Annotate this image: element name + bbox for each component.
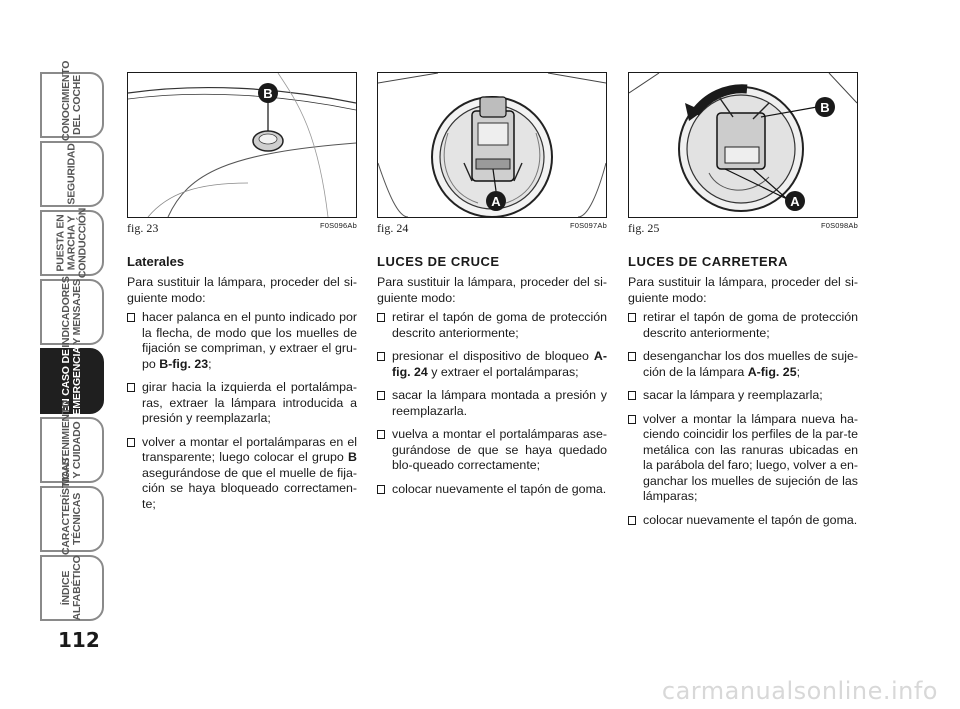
callout-a: A xyxy=(790,194,800,209)
callout-b: B xyxy=(263,86,272,101)
checkbox-bullet-icon xyxy=(628,391,636,400)
list-item: presionar el dispositivo de bloqueo A-fi… xyxy=(377,349,607,380)
tab-label: SEGURIDAD xyxy=(65,143,78,205)
tab-indicadores[interactable]: INDICADORES Y MENSAJES xyxy=(40,276,104,348)
tab-indice[interactable]: ÍNDICE ALFABÉTICO xyxy=(40,555,104,621)
figure-caption: fig. 23 F0S096Ab xyxy=(127,220,357,236)
step-list: retirar el tapón de goma de protección d… xyxy=(377,310,607,497)
figure-code: F0S096Ab xyxy=(319,221,357,230)
figure-number: fig. 23 xyxy=(127,221,159,235)
tab-mantenimiento[interactable]: MANTENIMIENTO Y CUIDADO xyxy=(40,400,104,486)
tab-emergencia[interactable]: EN CASO DE EMERGENCIA xyxy=(40,346,104,416)
site-watermark: carmanualsonline.info xyxy=(661,677,938,705)
column-luces-carretera: B A fig. 25 F0S098Ab LUCES DE CARRETERA … xyxy=(628,72,858,536)
section-heading: LUCES DE CRUCE xyxy=(377,254,500,269)
checkbox-bullet-icon xyxy=(377,484,385,494)
intro-text: Para sustituir la lámpara, proceder del … xyxy=(628,275,858,305)
figure-code: F0S098Ab xyxy=(820,221,858,230)
checkbox-bullet-icon xyxy=(628,352,636,361)
step-list: hacer palanca en el punto indicado por l… xyxy=(127,310,357,512)
figure-25: B A xyxy=(628,72,858,218)
high-beam-illustration: B A xyxy=(629,73,857,217)
low-beam-illustration: A xyxy=(378,73,606,217)
figure-number: fig. 25 xyxy=(628,221,660,235)
list-item: retirar el tapón de goma de protección d… xyxy=(377,310,607,341)
intro-text: Para sustituir la lámpara, proceder del … xyxy=(377,275,607,305)
list-item: vuelva a montar el portalámparas ase-gur… xyxy=(377,427,607,474)
checkbox-bullet-icon xyxy=(628,515,636,525)
checkbox-bullet-icon xyxy=(377,352,385,361)
list-item: volver a montar el portalámparas en el t… xyxy=(127,435,357,513)
checkbox-bullet-icon xyxy=(127,437,135,447)
checkbox-bullet-icon xyxy=(127,313,135,322)
callout-b: B xyxy=(820,100,829,115)
figure-23: B xyxy=(127,72,357,218)
side-light-illustration: B xyxy=(128,73,356,217)
section-heading: Laterales xyxy=(127,254,185,269)
list-item: hacer palanca en el punto indicado por l… xyxy=(127,310,357,372)
tab-conocimiento[interactable]: CONOCIMIENTO DEL COCHE xyxy=(40,60,104,141)
checkbox-bullet-icon xyxy=(628,414,636,424)
list-item: sacar la lámpara y reemplazarla; xyxy=(628,388,858,404)
figure-number: fig. 24 xyxy=(377,221,409,235)
tab-label: CARACTERÍSTICAS TÉCNICAS xyxy=(60,457,83,555)
step-list: retirar el tapón de goma de protección d… xyxy=(628,310,858,528)
tab-puesta-en-marcha[interactable]: PUESTA EN MARCHA Y CONDUCCIÓN xyxy=(40,207,104,279)
checkbox-bullet-icon xyxy=(377,391,385,400)
checkbox-bullet-icon xyxy=(377,313,385,322)
callout-a: A xyxy=(491,194,501,209)
list-item: retirar el tapón de goma de protección d… xyxy=(628,310,858,341)
figure-24: A xyxy=(377,72,607,218)
page-number: 112 xyxy=(58,628,100,652)
tab-seguridad[interactable]: SEGURIDAD xyxy=(40,141,104,207)
tab-label: INDICADORES Y MENSAJES xyxy=(60,276,83,348)
checkbox-bullet-icon xyxy=(628,313,636,322)
column-luces-cruce: A fig. 24 F0S097Ab LUCES DE CRUCE Para s… xyxy=(377,72,607,505)
section-heading: LUCES DE CARRETERA xyxy=(628,254,788,269)
list-item: sacar la lámpara montada a presión y ree… xyxy=(377,388,607,419)
list-item: girar hacia la izquierda el portalámpa-r… xyxy=(127,380,357,427)
list-item: desenganchar los dos muelles de suje-ció… xyxy=(628,349,858,380)
tab-caracteristicas[interactable]: CARACTERÍSTICAS TÉCNICAS xyxy=(40,457,104,555)
column-laterales: B fig. 23 F0S096Ab Laterales Para sustit… xyxy=(127,72,357,520)
list-item: volver a montar la lámpara nueva ha-cien… xyxy=(628,412,858,505)
checkbox-bullet-icon xyxy=(127,383,135,392)
figure-caption: fig. 24 F0S097Ab xyxy=(377,220,607,236)
tab-label: CONOCIMIENTO DEL COCHE xyxy=(60,60,83,141)
intro-text: Para sustituir la lámpara, proceder del … xyxy=(127,275,357,305)
checkbox-bullet-icon xyxy=(377,430,385,439)
tab-label: ÍNDICE ALFABÉTICO xyxy=(60,555,83,621)
figure-code: F0S097Ab xyxy=(569,221,607,230)
figure-caption: fig. 25 F0S098Ab xyxy=(628,220,858,236)
list-item: colocar nuevamente el tapón de goma. xyxy=(628,513,858,529)
tab-label: PUESTA EN MARCHA Y CONDUCCIÓN xyxy=(54,207,89,279)
list-item: colocar nuevamente el tapón de goma. xyxy=(377,482,607,498)
